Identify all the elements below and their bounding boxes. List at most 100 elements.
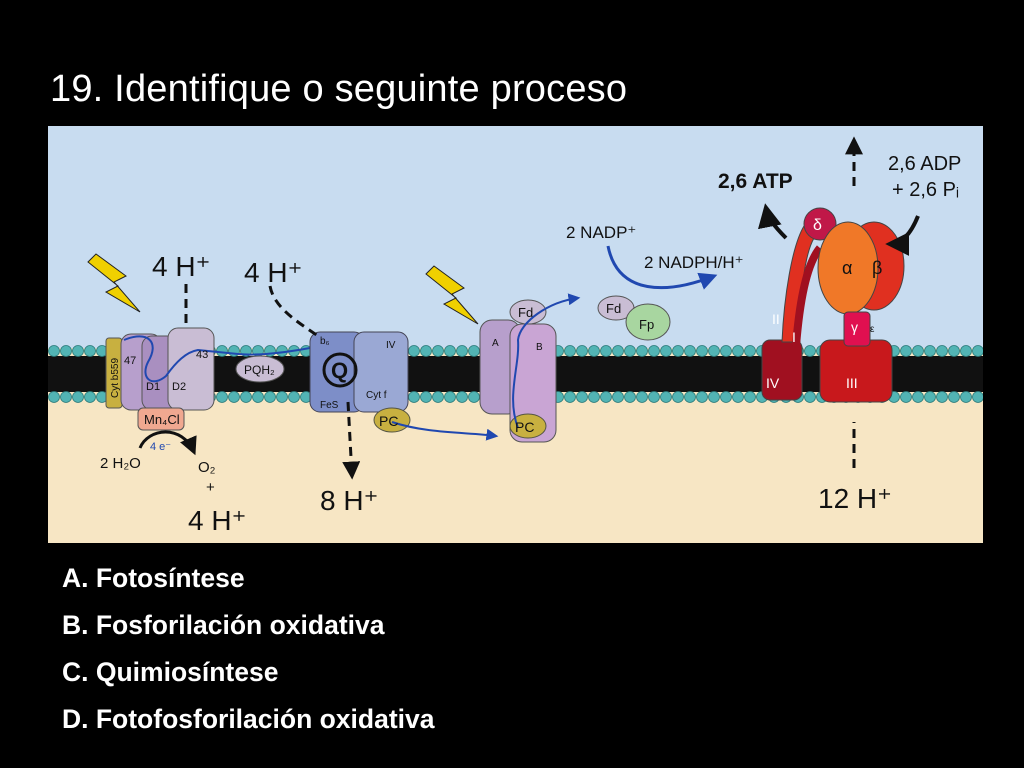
lipid-head — [708, 345, 720, 357]
lipid-head — [660, 391, 672, 403]
lipid-head — [948, 345, 960, 357]
label-d2: D2 — [172, 381, 186, 393]
label-gamma: γ — [851, 319, 858, 335]
lipid-head — [696, 345, 708, 357]
lipid-head — [444, 391, 456, 403]
label-b6: b₆ — [320, 336, 330, 347]
label-protons-water: 4 H⁺ — [188, 505, 246, 536]
cytochrome-b6f — [309, 331, 411, 433]
lipid-head — [732, 391, 744, 403]
label-cytf: Cyt f — [366, 390, 387, 401]
label-pqh2: PQH₂ — [244, 363, 275, 377]
photosynthesis-diagram: 4 H⁺ 4 H⁺ 8 H⁺ 4 H⁺ 12 H⁺ 2 NADP⁺ 2 NADP… — [48, 126, 983, 543]
label-electrons: 4 e⁻ — [150, 441, 171, 453]
proton-arrow — [342, 401, 361, 480]
lipid-head — [924, 345, 936, 357]
lipid-head — [588, 345, 600, 357]
label-sub-i: I — [792, 329, 796, 345]
lipid-head — [648, 345, 660, 357]
label-beta: β — [872, 258, 882, 278]
lipid-head — [912, 345, 924, 357]
lipid-head — [60, 391, 72, 403]
label-fp: Fp — [639, 317, 654, 332]
lipid-head — [252, 391, 264, 403]
lipid-head — [696, 391, 708, 403]
lipid-head — [216, 345, 228, 357]
label-fes: FeS — [320, 400, 339, 411]
label-nadph: 2 NADPH/H⁺ — [644, 253, 744, 272]
lipid-head — [444, 345, 456, 357]
label-atp: 2,6 ATP — [718, 170, 793, 193]
lipid-head — [432, 345, 444, 357]
lipid-head — [60, 345, 72, 357]
label-adp-2: + 2,6 Pᵢ — [892, 179, 959, 201]
lipid-head — [912, 391, 924, 403]
lipid-head — [948, 391, 960, 403]
lipid-head — [624, 391, 636, 403]
lightning-bolt-icon — [87, 253, 141, 313]
proton-arrow — [268, 285, 319, 338]
atp-release-arrow — [758, 203, 788, 240]
label-sub-iv: IV — [766, 375, 780, 391]
lipid-head — [684, 345, 696, 357]
slide-title: 19. Identifique o seguinte proceso — [50, 68, 628, 110]
lipid-head — [972, 345, 983, 357]
option-a[interactable]: A. Fotosíntese — [62, 563, 245, 593]
option-b[interactable]: B. Fosforilación oxidativa — [62, 610, 385, 640]
lipid-head — [684, 391, 696, 403]
label-pc-2: PC — [515, 419, 534, 435]
electron-path — [391, 421, 499, 441]
lipid-head — [276, 391, 288, 403]
label-q-cycle: Q — [331, 358, 348, 383]
lipid-head — [672, 345, 684, 357]
lipid-head — [636, 391, 648, 403]
lipid-head — [228, 391, 240, 403]
lipid-head — [420, 391, 432, 403]
option-d[interactable]: D. Fotofosforilación oxidativa — [62, 704, 435, 734]
answer-options: A. Fotosíntese B. Fosforilación oxidativ… — [62, 560, 435, 748]
lipid-head — [408, 345, 420, 357]
lipid-head — [672, 391, 684, 403]
lipid-head — [468, 391, 480, 403]
lipid-head — [288, 391, 300, 403]
label-mn-cluster: Mn₄Cl — [144, 412, 180, 427]
lipid-head — [564, 345, 576, 357]
lipid-head — [648, 391, 660, 403]
lipid-head — [636, 345, 648, 357]
lipid-head — [576, 391, 588, 403]
lipid-head — [600, 345, 612, 357]
lipid-head — [900, 391, 912, 403]
diagram-labels: 4 H⁺ 4 H⁺ 8 H⁺ 4 H⁺ 12 H⁺ 2 NADP⁺ 2 NADP… — [100, 153, 961, 536]
lipid-head — [924, 391, 936, 403]
label-sub-ii: II — [772, 311, 780, 327]
lipid-head — [744, 345, 756, 357]
lipid-head — [804, 391, 816, 403]
ferredoxin-reductase — [597, 295, 671, 341]
lipid-head — [624, 345, 636, 357]
lipid-head — [456, 345, 468, 357]
pqh2-carrier — [235, 355, 285, 383]
label-pc-1: PC — [379, 413, 398, 429]
photosystem-ii — [105, 327, 215, 431]
electron-path — [512, 293, 581, 429]
option-c[interactable]: C. Quimiosíntese — [62, 657, 279, 687]
lipid-head — [936, 345, 948, 357]
label-epsilon: ε — [870, 324, 875, 335]
lipid-head — [936, 391, 948, 403]
lipid-head — [732, 345, 744, 357]
lipid-head — [264, 391, 276, 403]
lipid-head — [84, 391, 96, 403]
label-cyt-b559: Cyt b559 — [110, 358, 121, 398]
label-delta: δ — [813, 217, 822, 234]
lipid-head — [468, 345, 480, 357]
lipid-head — [84, 345, 96, 357]
lipid-head — [408, 391, 420, 403]
label-adp-1: 2,6 ADP — [888, 153, 961, 175]
adp-intake-arrow — [885, 215, 920, 256]
lipid-head — [48, 345, 60, 357]
lipid-head — [744, 391, 756, 403]
lipid-head — [960, 345, 972, 357]
label-iv-cyt: IV — [386, 340, 396, 351]
lightning-bolt-icon — [425, 265, 479, 325]
lipid-head — [972, 391, 983, 403]
